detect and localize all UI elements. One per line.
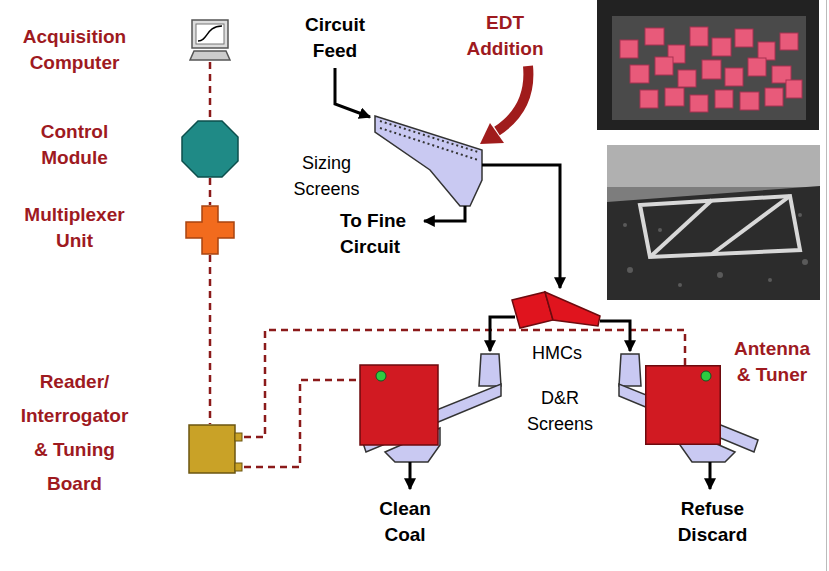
node-heading: Reader/ Interrogator & Tuning Board	[12, 365, 137, 501]
control-octagon: Control Module	[181, 120, 239, 178]
antenna-box-shape	[645, 365, 721, 445]
tag-photo	[597, 0, 819, 130]
signal-wire	[244, 380, 360, 467]
product-label: Refuse Discard	[670, 496, 755, 548]
computer-icon: Acquisition Computer	[188, 18, 232, 62]
feed-arrow	[335, 68, 370, 117]
reader-box: Reader/ Interrogator & Tuning Board	[188, 424, 244, 474]
antenna-box: Antenna & Tuner	[645, 365, 721, 445]
stream-label: To Fine Circuit	[340, 208, 425, 260]
reject-arrow	[600, 321, 630, 351]
equipment-label: Sizing Screens	[289, 150, 364, 202]
equipment-label: D&R Screens	[522, 385, 598, 437]
edt-arrowhead	[480, 123, 504, 144]
feed-to-hmc-arrow	[482, 165, 560, 288]
sizing-screen	[375, 116, 482, 206]
clean-arrow	[409, 462, 412, 489]
additive-label: EDT Addition	[460, 10, 550, 62]
edt-arrow	[497, 66, 528, 131]
refuse-arrow	[709, 462, 712, 489]
multiplexer-cross-shape	[185, 205, 235, 255]
node-heading: Acquisition Computer	[12, 24, 137, 76]
slide-edge	[826, 0, 827, 571]
node-heading: Antenna & Tuner	[727, 336, 817, 388]
reader-box-shape	[188, 424, 244, 474]
fines-arrow	[424, 206, 465, 221]
antenna-box	[360, 365, 438, 445]
computer-icon-shape	[188, 18, 232, 62]
multiplexer-cross: Multiplexer Unit	[185, 205, 235, 255]
node-heading: Control Module	[12, 119, 137, 171]
product-label: Clean Coal	[370, 496, 440, 548]
hmc-cyclone	[512, 292, 600, 328]
node-heading: Multiplexer Unit	[12, 202, 137, 254]
antenna-photo	[607, 145, 820, 300]
signal-wire	[209, 178, 212, 205]
signal-wire	[209, 255, 212, 424]
stream-label: Circuit Feed	[300, 12, 370, 64]
signal-wire	[209, 62, 212, 120]
tag-reader-dot	[376, 371, 386, 381]
control-octagon-shape	[181, 120, 239, 178]
equipment-label: HMCs	[527, 340, 587, 366]
product-arrow	[490, 317, 515, 351]
screen-deck	[380, 121, 478, 160]
